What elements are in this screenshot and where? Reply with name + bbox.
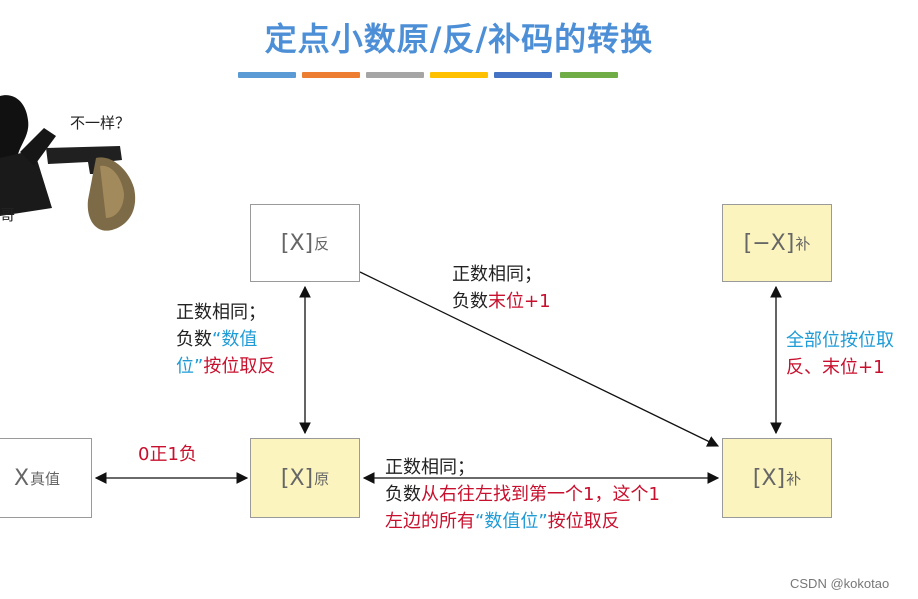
label-bu-negbu-line1: 全部位按位取 [786, 330, 894, 351]
node-neg-x-bu-sub: 补 [795, 234, 811, 253]
title-bar-1 [238, 72, 296, 78]
title-bar-4 [430, 72, 488, 78]
meme-image [0, 88, 145, 238]
label-fan-bu-line1: 正数相同； [452, 264, 542, 285]
node-x-fan-main: [X] [280, 230, 314, 256]
label-yuan-fan-line3a: 位” [176, 356, 204, 377]
node-x-zhenzhi-sub: 真值 [30, 469, 61, 488]
node-neg-x-bu-main: [−X] [743, 230, 795, 256]
page-title: 定点小数原/反/补码的转换 [264, 20, 654, 58]
label-yuan-bu-line3a: 左边的所有 [385, 511, 475, 532]
node-x-yuan-sub: 原 [314, 469, 330, 488]
node-x-yuan: [X]原 [250, 438, 360, 518]
node-x-fan-sub: 反 [314, 234, 330, 253]
title-bar-5 [494, 72, 552, 78]
meme-fragment: 哥 [0, 206, 16, 224]
footer-watermark: CSDN @kokotao [790, 576, 890, 591]
node-x-bu-sub: 补 [786, 469, 802, 488]
label-zhen-yuan: 0正1负 [138, 444, 197, 465]
label-yuan-bu: 正数相同； 负数从右往左找到第一个1，这个1 左边的所有“数值位”按位取反 [385, 454, 660, 535]
label-fan-bu-line2b: 末位+1 [488, 291, 551, 312]
label-bu-negbu-line2: 反、末位+1 [786, 357, 885, 378]
label-yuan-fan: 正数相同； 负数“数值 位”按位取反 [176, 299, 275, 380]
label-yuan-bu-line3b: “数值位” [475, 511, 548, 532]
node-x-bu: [X]补 [722, 438, 832, 518]
label-yuan-bu-line1: 正数相同； [385, 457, 475, 478]
node-x-fan: [X]反 [250, 204, 360, 282]
title-bar-3 [366, 72, 424, 78]
label-bu-negbu: 全部位按位取 反、末位+1 [786, 327, 894, 381]
node-neg-x-bu: [−X]补 [722, 204, 832, 282]
title-bar-2 [302, 72, 360, 78]
label-yuan-bu-line3c: 按位取反 [547, 511, 620, 532]
meme-speech: 不一样？ [70, 114, 131, 132]
label-fan-bu-line2a: 负数 [452, 291, 488, 312]
label-yuan-fan-line3b: 按位取反 [203, 356, 276, 377]
label-fan-bu: 正数相同； 负数末位+1 [452, 261, 551, 315]
node-x-zhenzhi-main: X [13, 465, 30, 491]
label-yuan-fan-line2b: “数值 [212, 329, 258, 350]
title-bar-6 [560, 72, 618, 78]
node-x-bu-main: [X] [752, 465, 786, 491]
label-yuan-fan-line1: 正数相同； [176, 302, 266, 323]
label-yuan-bu-line2b: 从右往左找到第一个1，这个1 [421, 484, 660, 505]
label-yuan-fan-line2a: 负数 [176, 329, 212, 350]
label-yuan-bu-line2a: 负数 [385, 484, 421, 505]
node-x-yuan-main: [X] [280, 465, 314, 491]
arrow-fan-bu [359, 271, 720, 447]
